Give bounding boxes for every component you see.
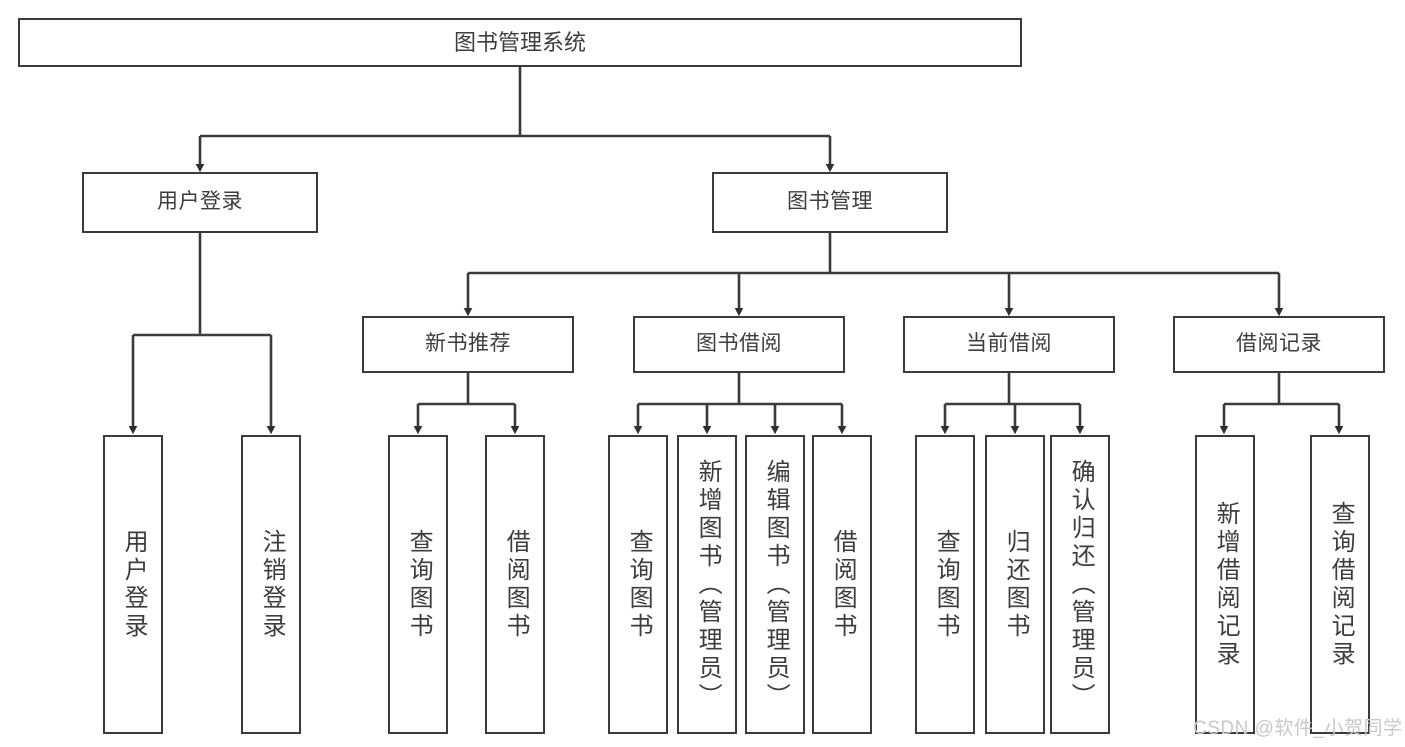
- leaf-current-confirm-return[interactable]: 确认归还（管理员）: [1050, 435, 1110, 734]
- node-label: 图书管理系统: [453, 29, 586, 55]
- node-label: 图书借阅: [696, 332, 782, 356]
- node-current-borrow[interactable]: 当前借阅: [903, 316, 1115, 373]
- leaf-current-query-book[interactable]: 查询图书: [915, 435, 975, 734]
- node-label: 借阅图书: [502, 528, 530, 641]
- leaf-record-add[interactable]: 新增借阅记录: [1195, 435, 1255, 734]
- leaf-recommend-query-book[interactable]: 查询图书: [388, 435, 448, 734]
- leaf-recommend-borrow-book[interactable]: 借阅图书: [485, 435, 545, 734]
- node-label: 归还图书: [1002, 528, 1030, 641]
- node-label: 用户登录: [157, 190, 243, 214]
- leaf-borrow-edit-book[interactable]: 编辑图书（管理员）: [745, 435, 805, 734]
- node-label: 图书管理: [787, 190, 873, 214]
- node-label: 新增借阅记录: [1212, 500, 1240, 669]
- node-book-management[interactable]: 图书管理: [712, 172, 948, 233]
- node-root-system[interactable]: 图书管理系统: [18, 18, 1022, 67]
- node-label: 新增图书（管理员）: [694, 458, 722, 711]
- node-borrow-record[interactable]: 借阅记录: [1173, 316, 1385, 373]
- csdn-watermark: CSDN @软件_小贺同学: [1193, 718, 1403, 739]
- leaf-current-return-book[interactable]: 归还图书: [985, 435, 1045, 734]
- leaf-user-login[interactable]: 用户登录: [103, 435, 163, 734]
- node-label: 编辑图书（管理员）: [762, 458, 790, 711]
- node-book-borrow[interactable]: 图书借阅: [633, 316, 845, 373]
- node-label: 用户登录: [120, 528, 148, 641]
- node-label: 查询图书: [625, 528, 653, 641]
- node-label: 借阅记录: [1236, 332, 1322, 356]
- node-label: 查询借阅记录: [1327, 500, 1355, 669]
- node-new-book-recommend[interactable]: 新书推荐: [362, 316, 574, 373]
- node-label: 确认归还（管理员）: [1067, 458, 1095, 711]
- node-label: 当前借阅: [966, 332, 1052, 356]
- leaf-borrow-query-book[interactable]: 查询图书: [608, 435, 668, 734]
- node-label: 查询图书: [405, 528, 433, 641]
- leaf-record-query[interactable]: 查询借阅记录: [1310, 435, 1370, 734]
- node-label: 查询图书: [932, 528, 960, 641]
- node-label: 注销登录: [258, 528, 286, 641]
- leaf-borrow-add-book[interactable]: 新增图书（管理员）: [677, 435, 737, 734]
- node-label: 新书推荐: [425, 332, 511, 356]
- leaf-borrow-borrow-book[interactable]: 借阅图书: [812, 435, 872, 734]
- node-user-login[interactable]: 用户登录: [82, 172, 318, 233]
- leaf-user-logout[interactable]: 注销登录: [241, 435, 301, 734]
- node-label: 借阅图书: [829, 528, 857, 641]
